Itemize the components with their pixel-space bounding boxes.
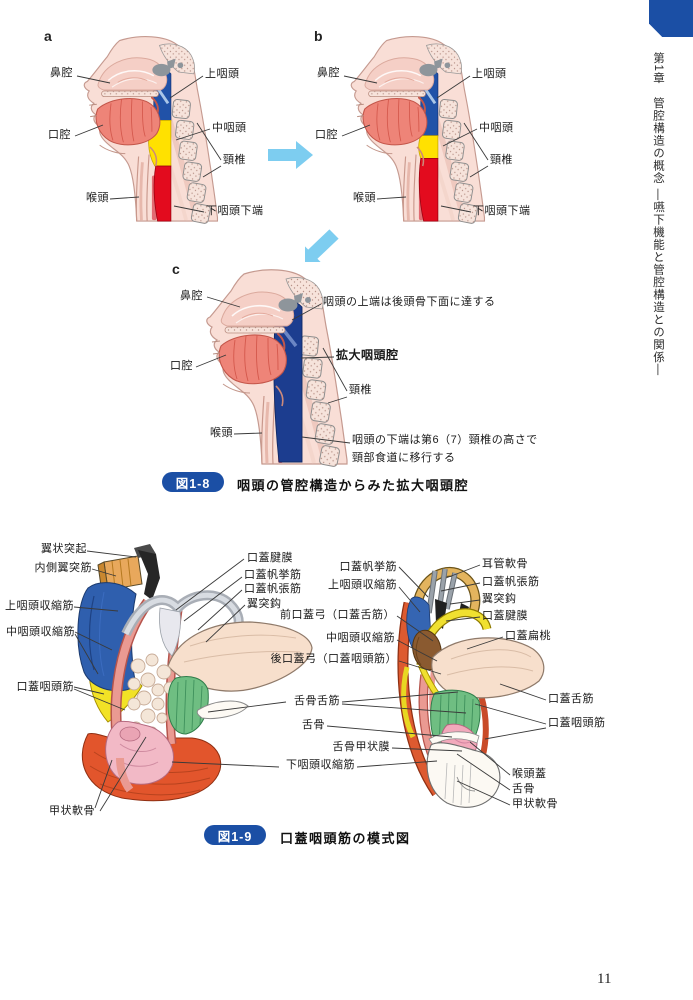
label-pterygoid-hamulus-center: 翼突鈎 bbox=[247, 598, 282, 610]
fig1-9-leader-lines bbox=[73, 550, 547, 812]
label-upper-pharynx-b: 上咽頭 bbox=[472, 68, 507, 80]
label-enlarged-pharyngeal-cavity: 拡大咽頭腔 bbox=[336, 348, 399, 362]
label-eustachian-cartilage: 耳管軟骨 bbox=[482, 558, 528, 570]
label-cervical-vertebrae-c: 頸椎 bbox=[349, 384, 372, 396]
label-tensor-veli-palatini-center: 口蓋帆張筋 bbox=[244, 583, 302, 595]
label-levator-veli-palatini-right: 口蓋帆挙筋 bbox=[339, 561, 397, 573]
label-hyoid-bone-right: 舌骨 bbox=[512, 783, 535, 795]
fig1-8-leader-lines bbox=[74, 75, 489, 444]
label-pterygoid-process: 翼状突起 bbox=[41, 543, 87, 555]
arrow-down-left-icon bbox=[305, 229, 339, 262]
page-number: 11 bbox=[597, 971, 612, 987]
label-pterygoid-hamulus-far-right: 翼突鈎 bbox=[482, 593, 517, 605]
label-palatopharyngeus-left: 口蓋咽頭筋 bbox=[16, 681, 74, 693]
label-palatoglossus: 口蓋舌筋 bbox=[548, 693, 594, 705]
panel-b-letter: b bbox=[314, 28, 323, 44]
fig1-9-caption: 口蓋咽頭筋の模式図 bbox=[280, 831, 411, 846]
fig1-9-badge: 図1-9 bbox=[204, 825, 266, 845]
fig1-8-panel-a-illustration bbox=[84, 37, 217, 224]
label-middle-pharynx-b: 中咽頭 bbox=[479, 122, 514, 134]
label-superior-constrictor-right: 上咽頭収縮筋 bbox=[328, 579, 397, 591]
tongue-shape bbox=[167, 621, 313, 692]
label-nasal-cavity-b: 鼻腔 bbox=[317, 67, 340, 79]
label-nasal-cavity-a: 鼻腔 bbox=[50, 67, 73, 79]
label-cervical-vertebrae-b: 頸椎 bbox=[490, 154, 513, 166]
label-tensor-veli-palatini-far-right: 口蓋帆張筋 bbox=[482, 576, 540, 588]
label-thyroid-cartilage-left: 甲状軟骨 bbox=[49, 805, 95, 817]
label-upper-note-c: 咽頭の上端は後頭骨下面に達する bbox=[323, 296, 496, 308]
label-middle-constrictor-left: 中咽頭収縮筋 bbox=[6, 626, 75, 638]
label-palatine-aponeurosis-far-right: 口蓋腱膜 bbox=[482, 610, 528, 622]
fig1-8-panel-c-illustration bbox=[207, 270, 347, 467]
hyoglossus-shape bbox=[167, 676, 209, 735]
panel-c-letter: c bbox=[172, 261, 180, 277]
fig1-9-right-illustration bbox=[397, 566, 545, 808]
label-lower-note-line1: 咽頭の下端は第6（7）頸椎の高さで bbox=[352, 434, 538, 446]
label-hypopharynx-lower-end-b: 下咽頭下端 bbox=[473, 205, 531, 217]
larynx-blob bbox=[105, 720, 174, 785]
label-upper-pharynx-a: 上咽頭 bbox=[205, 68, 240, 80]
label-hypopharynx-lower-end-a: 下咽頭下端 bbox=[206, 205, 264, 217]
label-oral-cavity-b: 口腔 bbox=[315, 129, 338, 141]
label-middle-constrictor-right: 中咽頭収縮筋 bbox=[326, 632, 395, 644]
label-hyoglossus: 舌骨舌筋 bbox=[294, 695, 340, 707]
fig1-8-panel-b-illustration bbox=[351, 37, 484, 224]
pharynx-lower-segment-b bbox=[418, 158, 439, 222]
label-inferior-constrictor: 下咽頭収縮筋 bbox=[286, 759, 355, 771]
label-posterior-pillar: 後口蓋弓（口蓋咽頭筋） bbox=[270, 653, 397, 665]
fig1-8-badge: 図1-8 bbox=[162, 472, 224, 492]
label-larynx-c: 喉頭 bbox=[210, 427, 233, 439]
pharynx-lower-segment-a bbox=[153, 165, 172, 222]
label-cervical-vertebrae-a: 頸椎 bbox=[223, 154, 246, 166]
label-larynx-b: 喉頭 bbox=[353, 192, 376, 204]
label-palatine-aponeurosis-center: 口蓋腱膜 bbox=[247, 552, 293, 564]
label-nasal-cavity-c: 鼻腔 bbox=[180, 290, 203, 302]
label-anterior-pillar: 前口蓋弓（口蓋舌筋） bbox=[280, 609, 395, 621]
label-levator-veli-palatini-center: 口蓋帆挙筋 bbox=[244, 569, 302, 581]
label-larynx-a: 喉頭 bbox=[86, 192, 109, 204]
pharynx-middle-segment-b bbox=[418, 135, 439, 159]
label-thyrohyoid-membrane: 舌骨甲状膜 bbox=[332, 741, 390, 753]
label-superior-constrictor-left: 上咽頭収縮筋 bbox=[5, 600, 74, 612]
pterygoid-process-shape bbox=[138, 550, 160, 600]
panel-a-letter: a bbox=[44, 28, 52, 44]
tongue-shape-right bbox=[431, 637, 545, 699]
chapter-sidebar-title: 第1章 管腔構造の概念 ―嚥下機能と管腔構造との関係― bbox=[652, 52, 664, 377]
label-oral-cavity-a: 口腔 bbox=[48, 129, 71, 141]
arrow-right-icon bbox=[268, 141, 313, 169]
label-palatine-tonsil: 口蓋扁桃 bbox=[505, 630, 551, 642]
thyroid-cartilage-shape bbox=[426, 742, 501, 808]
label-epiglottis: 喉頭蓋 bbox=[512, 768, 547, 780]
label-medial-pterygoid: 内側翼突筋 bbox=[34, 562, 92, 574]
label-middle-pharynx-a: 中咽頭 bbox=[212, 122, 247, 134]
label-lower-note-line2: 頸部食道に移行する bbox=[352, 452, 456, 464]
chapter-corner-tab bbox=[649, 0, 693, 37]
label-thyroid-cartilage-right: 甲状軟骨 bbox=[512, 798, 558, 810]
label-oral-cavity-c: 口腔 bbox=[170, 360, 193, 372]
label-palatopharyngeus-right: 口蓋咽頭筋 bbox=[548, 717, 606, 729]
label-hyoid-bone-center: 舌骨 bbox=[302, 719, 325, 731]
fig1-8-caption: 咽頭の管腔構造からみた拡大咽頭腔 bbox=[237, 478, 470, 493]
